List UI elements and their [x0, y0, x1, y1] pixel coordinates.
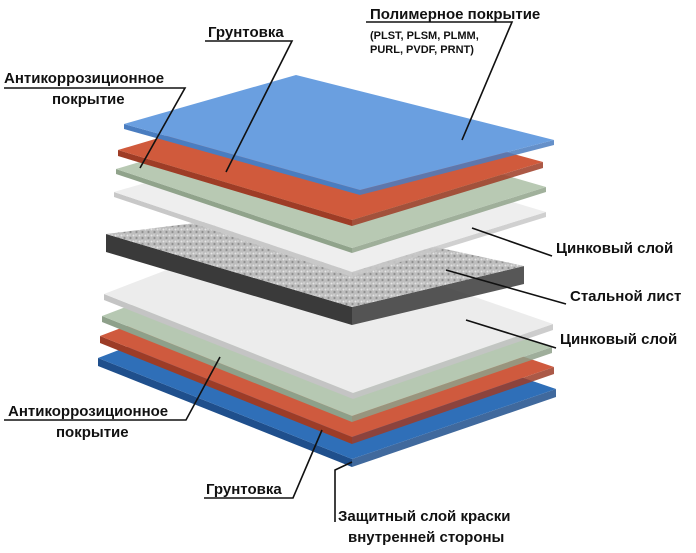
- back-zinc-layer-right-edge: [353, 324, 553, 399]
- polymer-coating-label: Полимерное покрытие: [370, 6, 541, 23]
- front-zinc-layer-right-edge: [352, 212, 546, 277]
- zinc-bottom-label: Цинковый слой: [560, 331, 678, 348]
- back-paint-layer-right-edge: [352, 389, 556, 467]
- polymer-coating-layer-right-edge: [360, 140, 554, 195]
- steel-leader: [445, 269, 567, 305]
- front-primer-layer-left-edge: [118, 150, 352, 226]
- back-paint-layer-left-edge: [98, 358, 352, 467]
- polymer-types-label-line1: (PLST, PLSM, PLMM,: [370, 30, 479, 42]
- back-anticorrosion-layer-right-edge: [352, 347, 552, 422]
- anticorrosion-top-leader: [4, 87, 187, 169]
- polymer-coating-layer-left-edge: [124, 124, 360, 195]
- anticorrosion-top-label-line2: покрытие: [52, 91, 125, 108]
- back-anticorrosion-layer-left-edge: [102, 316, 352, 422]
- anticorrosion-bottom-label-line2: покрытие: [56, 424, 129, 441]
- primer-bottom-label: Грунтовка: [206, 481, 282, 498]
- primer-top-leader: [205, 40, 294, 173]
- front-anticorrosion-layer-left-edge: [116, 169, 352, 253]
- polymer-leader: [366, 21, 514, 141]
- primer-bottom-leader: [204, 429, 323, 499]
- backside-leader: [334, 461, 353, 522]
- zinc-top-label: Цинковый слой: [556, 240, 674, 257]
- anticorrosion-bottom-leader: [4, 356, 221, 421]
- primer-top-label: Грунтовка: [208, 24, 284, 41]
- polymer-coating-layer-surface: [124, 75, 554, 190]
- anticorrosion-top-label-line1: Антикоррозиционное: [4, 70, 165, 87]
- back-zinc-layer-left-edge: [104, 294, 353, 399]
- backside-paint-label-line2: внутренней стороны: [348, 529, 505, 546]
- back-primer-layer-right-edge: [352, 367, 554, 444]
- steel-sheet-label: Стальной лист: [570, 288, 682, 305]
- polymer-types-label-line2: PURL, PVDF, PRNT): [370, 44, 474, 56]
- front-zinc-layer-left-edge: [114, 192, 352, 277]
- zinc-bottom-leader: [465, 319, 557, 349]
- polymer-coating-layer: [124, 75, 554, 195]
- back-primer-layer-left-edge: [100, 336, 352, 444]
- steel-sheet-layer-left-edge: [106, 234, 352, 325]
- anticorrosion-bottom-label-line1: Антикоррозиционное: [8, 403, 169, 420]
- steel-sheet-layer-right-edge: [352, 266, 524, 325]
- zinc-top-leader: [471, 227, 553, 257]
- backside-paint-label-line1: Защитный слой краски: [338, 508, 511, 525]
- front-primer-layer-right-edge: [352, 162, 543, 226]
- front-anticorrosion-layer-right-edge: [352, 187, 546, 253]
